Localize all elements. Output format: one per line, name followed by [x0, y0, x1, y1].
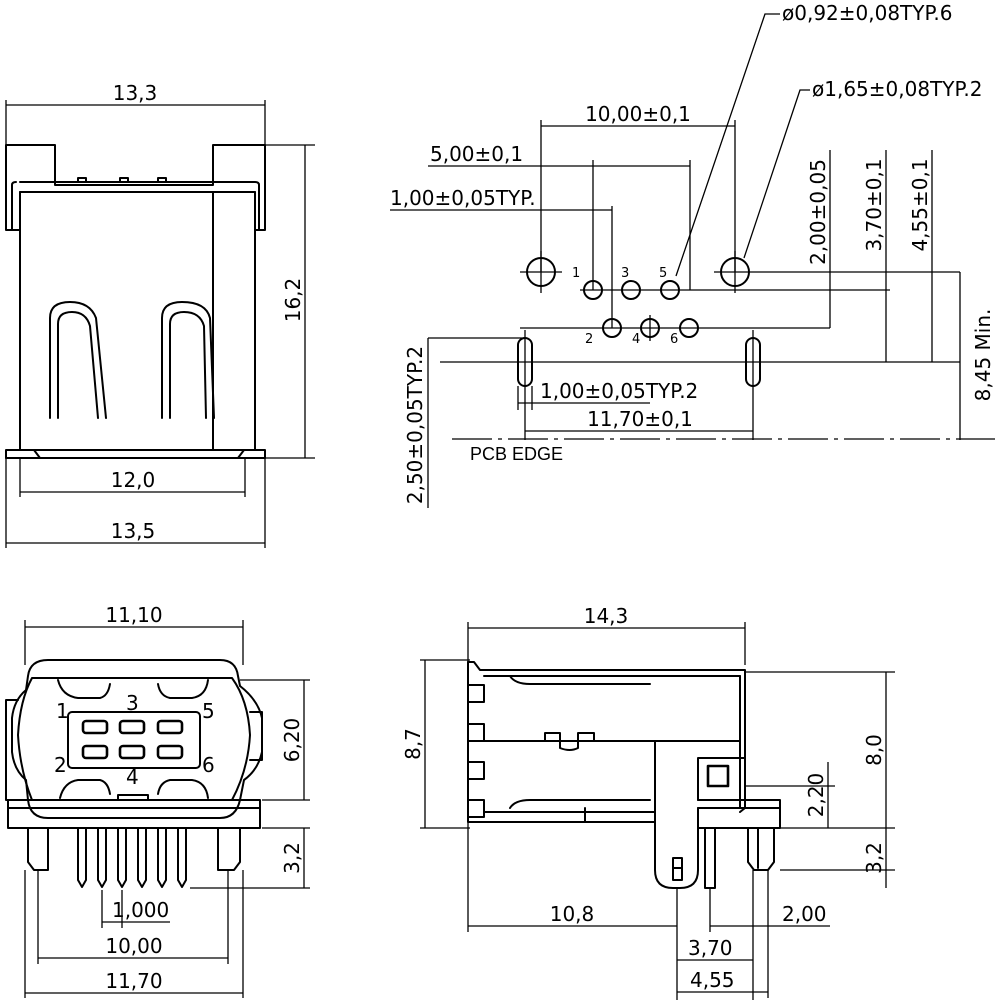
side-height-right-label: 8,0: [862, 734, 886, 766]
front-pin-5: 5: [202, 699, 215, 723]
side-pin-offset-label: 2,00: [782, 902, 827, 926]
pin-pitch-label: 1,00±0,05TYP.: [390, 186, 536, 210]
pcb-layout: ø0,92±0,08TYP.6 ø1,65±0,08TYP.2 10,00±0,…: [390, 1, 995, 508]
large-hole-offset-2-label: 4,55±0,1: [908, 158, 932, 251]
slot-pitch-label: 11,70±0,1: [587, 407, 693, 431]
large-hole-pitch-label: 10,00±0,1: [585, 102, 691, 126]
pin-num-1: 1: [572, 266, 580, 281]
side-pin-height-label: 2,20: [804, 773, 828, 818]
front-pin-length-label: 3,2: [280, 842, 304, 874]
side-height-left-label: 8,7: [401, 728, 425, 760]
pin-num-5: 5: [659, 266, 667, 281]
front-width-top: 11,10: [105, 603, 162, 627]
side-view: 14,3 8,7 8,0: [401, 604, 895, 1000]
front-view: 11,10 1 3 5 2 4 6: [5, 603, 310, 998]
pin-row-width-label: 5,00±0,1: [430, 142, 523, 166]
dim-width-top: 13,3: [113, 81, 158, 105]
front-height-label: 6,20: [280, 718, 304, 763]
side-offset-1-label: 3,70: [688, 936, 733, 960]
side-offset-2-label: 4,55: [690, 968, 735, 992]
large-hole-dia-label: ø1,65±0,08TYP.2: [812, 77, 983, 101]
min-distance-label: 8,45 Min.: [971, 309, 995, 402]
front-pin-3: 3: [126, 691, 139, 715]
front-total-width-label: 11,70: [105, 969, 162, 993]
side-depth-label: 10,8: [550, 902, 595, 926]
front-pin-4: 4: [126, 765, 139, 789]
slot-length-label: 2,50±0,05TYP.2: [403, 346, 427, 504]
dim-width-inner: 12,0: [111, 468, 156, 492]
small-hole-dia-label: ø0,92±0,08TYP.6: [782, 1, 953, 25]
side-length-label: 14,3: [584, 604, 629, 628]
large-hole-offset-label: 3,70±0,1: [862, 158, 886, 251]
pcb-edge-label: PCB EDGE: [470, 444, 563, 464]
dim-width-bottom: 13,5: [111, 519, 156, 543]
slot-width-label: 1,00±0,05TYP.2: [540, 379, 698, 403]
side-pin-length-label: 3,2: [862, 842, 886, 874]
front-pin-6: 6: [202, 753, 215, 777]
dim-height: 16,2: [281, 278, 305, 323]
row-offset-label: 2,00±0,05: [806, 159, 830, 265]
pin-num-6: 6: [670, 332, 678, 347]
front-pin-1: 1: [56, 699, 69, 723]
pin-num-4: 4: [632, 332, 640, 347]
pin-num-3: 3: [621, 266, 629, 281]
front-pin-2: 2: [54, 753, 67, 777]
pin-num-2: 2: [585, 332, 593, 347]
front-pin-span-label: 10,00: [105, 934, 162, 958]
top-view: 13,3 16,2 12,0 13,5: [5, 81, 315, 548]
front-pin-pitch-label: 1,000: [112, 898, 169, 922]
